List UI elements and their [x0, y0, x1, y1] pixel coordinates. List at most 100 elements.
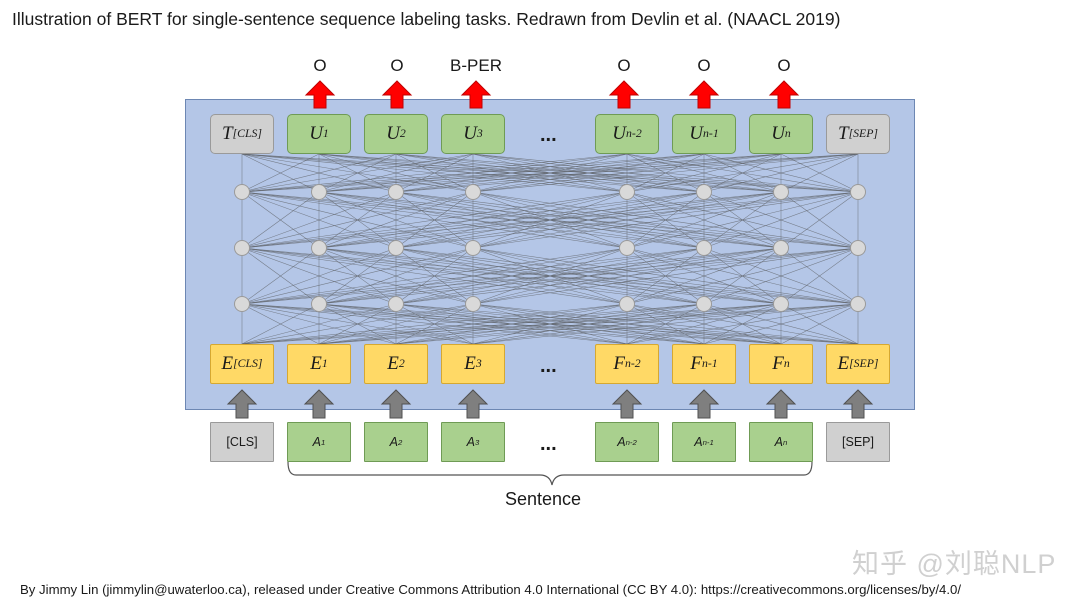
watermark: 知乎 @刘聪NLP	[852, 549, 1057, 579]
connection-line	[318, 153, 859, 193]
connection-line	[780, 153, 859, 193]
attention-node	[619, 184, 635, 200]
attention-node	[388, 184, 404, 200]
attention-node	[773, 296, 789, 312]
connection-line	[241, 153, 474, 193]
transformer-links	[241, 153, 859, 345]
input-arrow-icon	[688, 389, 720, 419]
connection-line	[626, 303, 859, 345]
token-t-cls: T[CLS]	[210, 114, 274, 154]
connection-line	[780, 247, 859, 305]
connection-line	[703, 303, 859, 345]
output-arrow-icon	[304, 80, 336, 109]
connection-line	[241, 247, 705, 305]
connection-line	[472, 247, 859, 305]
attention-node	[773, 184, 789, 200]
connection-line	[241, 191, 474, 249]
connection-line	[241, 247, 782, 305]
connection-line	[472, 191, 859, 249]
input-arrow-icon	[380, 389, 412, 419]
figure-caption: Illustration of BERT for single-sentence…	[12, 9, 841, 29]
connection-line	[241, 191, 859, 249]
connection-line	[626, 153, 859, 193]
connection-line	[703, 153, 859, 193]
connection-line	[241, 303, 782, 345]
connection-line	[241, 191, 320, 249]
input-arrow-icon	[842, 389, 874, 419]
connection-line	[626, 191, 859, 249]
attention-node	[234, 296, 250, 312]
attention-node	[696, 240, 712, 256]
output-arrow-icon	[608, 80, 640, 109]
attention-node	[388, 240, 404, 256]
top-ellipsis: ...	[540, 124, 557, 146]
connection-line	[626, 247, 859, 305]
input-cls: [CLS]	[210, 422, 274, 462]
connection-line	[241, 247, 859, 305]
output-label-u2: O	[390, 56, 404, 75]
connection-line	[318, 191, 859, 249]
connection-line	[241, 303, 397, 345]
connection-line	[318, 247, 859, 305]
attention-node	[465, 240, 481, 256]
output-arrow-icon	[768, 80, 800, 109]
output-arrow-icon	[460, 80, 492, 109]
attention-node	[234, 240, 250, 256]
connection-line	[241, 153, 397, 193]
attention-node	[311, 296, 327, 312]
arrows	[226, 80, 874, 419]
input-arrow-icon	[303, 389, 335, 419]
output-arrow-icon	[688, 80, 720, 109]
transformer-nodes	[234, 184, 866, 312]
connection-line	[241, 247, 628, 305]
connection-line	[241, 153, 859, 193]
attention-node	[696, 296, 712, 312]
output-label-un: O	[777, 56, 791, 75]
attention-node	[388, 296, 404, 312]
connection-line	[703, 247, 859, 305]
attention-node	[696, 184, 712, 200]
connection-line	[472, 153, 859, 193]
input-ellipsis: ...	[540, 433, 557, 455]
connection-line	[241, 153, 628, 193]
connection-line	[241, 247, 320, 305]
attention-node	[619, 296, 635, 312]
connection-line	[241, 247, 397, 305]
connection-line	[241, 191, 628, 249]
input-arrow-icon	[765, 389, 797, 419]
output-label-un-1: O	[697, 56, 711, 75]
input-arrow-icon	[226, 389, 258, 419]
input-arrow-icon	[457, 389, 489, 419]
attention-node	[850, 184, 866, 200]
connection-line	[395, 191, 859, 249]
input-arrow-icon	[611, 389, 643, 419]
attention-node	[850, 296, 866, 312]
sentence-label: Sentence	[505, 489, 582, 509]
connection-line	[241, 191, 705, 249]
input-sep: [SEP]	[826, 422, 890, 462]
attention-node	[773, 240, 789, 256]
embedding-e-cls: E[CLS]	[210, 344, 274, 384]
attention-node	[465, 296, 481, 312]
attention-node	[311, 240, 327, 256]
embedding-ellipsis: ...	[540, 355, 557, 377]
connection-line	[241, 153, 782, 193]
connection-line	[241, 303, 320, 345]
license-credit: By Jimmy Lin (jimmylin@uwaterloo.ca), re…	[20, 582, 962, 597]
output-arrow-icon	[381, 80, 413, 109]
